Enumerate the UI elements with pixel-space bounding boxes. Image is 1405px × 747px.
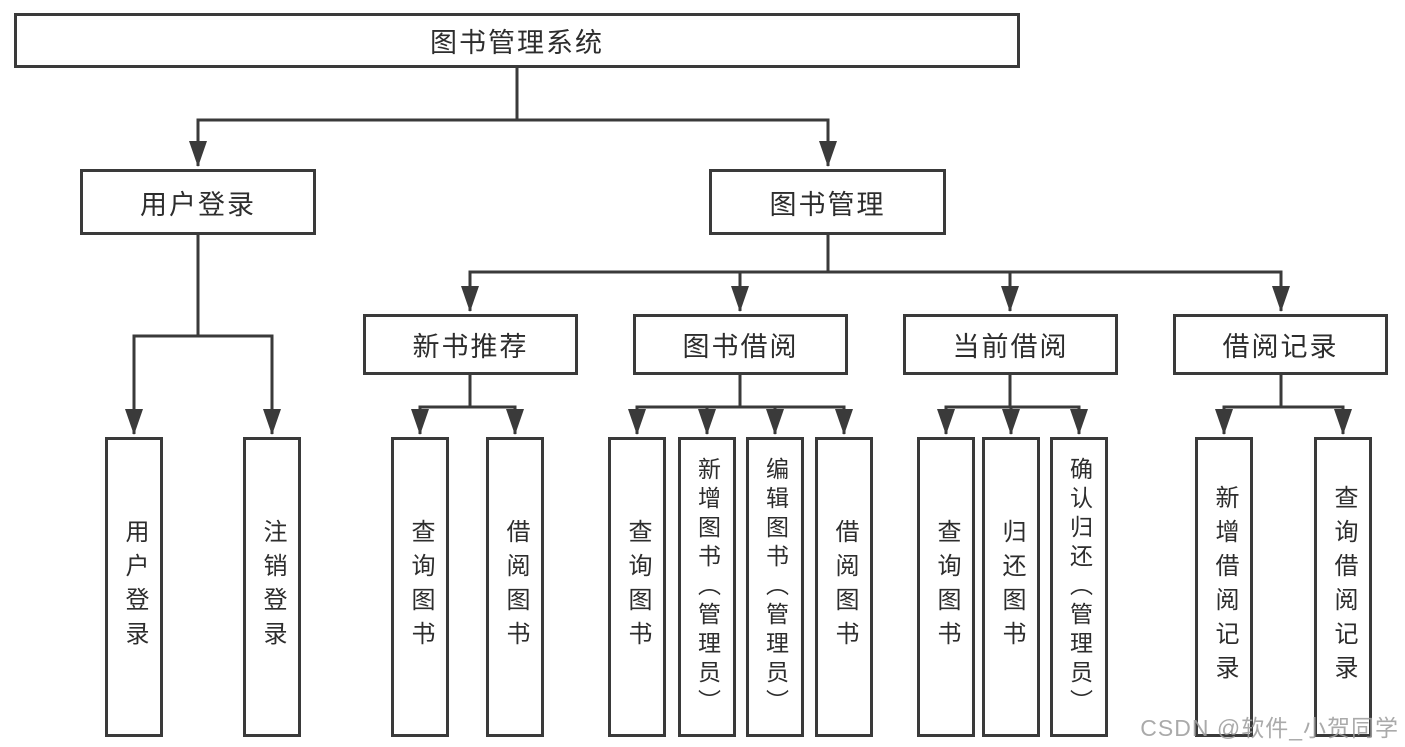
leaf-edit-books-admin: 编辑图书（管理员） (746, 437, 804, 737)
leaf-confirm-return-admin: 确认归还（管理员） (1050, 437, 1108, 737)
leaf-query-books-borrowing: 查询图书 (608, 437, 666, 737)
leaf-borrow-books-recommend: 借阅图书 (486, 437, 544, 737)
node-user-login: 用户登录 (80, 169, 316, 235)
node-library-management-system: 图书管理系统 (14, 13, 1020, 68)
node-book-borrowing: 图书借阅 (633, 314, 848, 375)
node-book-management: 图书管理 (709, 169, 946, 235)
leaf-add-books-admin: 新增图书（管理员） (678, 437, 736, 737)
node-borrowing-records: 借阅记录 (1173, 314, 1388, 375)
leaf-query-borrow-record: 查询借阅记录 (1314, 437, 1372, 737)
leaf-add-borrow-record: 新增借阅记录 (1195, 437, 1253, 737)
leaf-borrow-books-borrowing: 借阅图书 (815, 437, 873, 737)
node-new-book-recommendation: 新书推荐 (363, 314, 578, 375)
leaf-return-books: 归还图书 (982, 437, 1040, 737)
leaf-query-books-current: 查询图书 (917, 437, 975, 737)
node-current-borrowing: 当前借阅 (903, 314, 1118, 375)
leaf-logout: 注销登录 (243, 437, 301, 737)
leaf-query-books-recommend: 查询图书 (391, 437, 449, 737)
leaf-user-login: 用户登录 (105, 437, 163, 737)
watermark: CSDN @软件_小贺同学 (1140, 715, 1399, 741)
